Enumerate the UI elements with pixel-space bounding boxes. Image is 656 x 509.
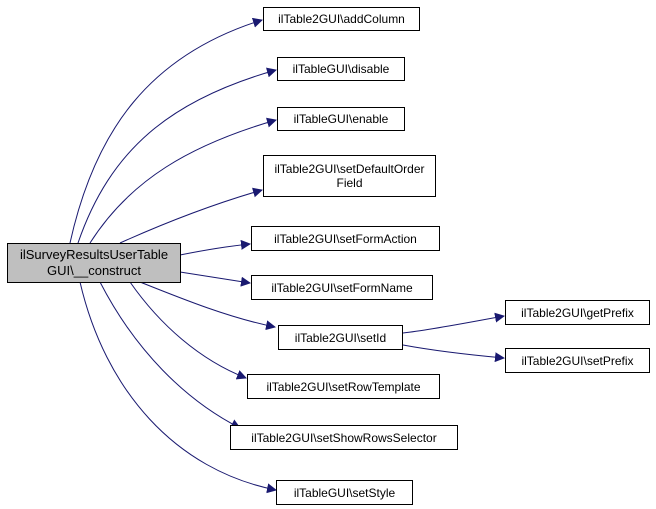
node-label: ilTable2GUI\setFormName — [271, 280, 413, 295]
node-setPrefix[interactable]: ilTable2GUI\setPrefix — [505, 348, 650, 373]
node-label-line2: Field — [336, 176, 363, 190]
node-disable[interactable]: ilTableGUI\disable — [277, 57, 405, 81]
node-label: ilTable2GUI\setShowRowsSelector — [251, 430, 437, 445]
edge-construct-setId — [139, 281, 276, 331]
node-setDefaultOrderField[interactable]: ilTable2GUI\setDefaultOrder Field — [263, 155, 436, 197]
node-addColumn[interactable]: ilTable2GUI\addColumn — [263, 7, 420, 31]
root-node-label-line2: GUI\__construct — [47, 263, 141, 278]
edge-construct-setFormAction — [179, 239, 251, 256]
node-setId[interactable]: ilTable2GUI\setId — [278, 325, 403, 350]
node-setFormAction[interactable]: ilTable2GUI\setFormAction — [251, 226, 440, 251]
node-setFormName[interactable]: ilTable2GUI\setFormName — [251, 275, 433, 300]
node-setStyle[interactable]: ilTableGUI\setStyle — [276, 480, 413, 505]
node-label-line1: ilTable2GUI\setDefaultOrder — [274, 162, 425, 176]
node-label: ilTable2GUI\setId — [294, 330, 387, 345]
node-label: ilTableGUI\enable — [293, 112, 389, 126]
edge-construct-enable — [89, 117, 277, 244]
node-label: ilTable2GUI\addColumn — [278, 12, 405, 26]
edge-construct-setDefaultOrderField — [119, 187, 263, 244]
edge-construct-addColumn — [69, 17, 263, 244]
node-label: ilTable2GUI\setPrefix — [521, 353, 634, 368]
node-label: ilTable2GUI\setFormAction — [274, 231, 417, 246]
edge-construct-setRowTemplate — [129, 281, 247, 380]
edge-construct-setStyle — [79, 281, 277, 494]
node-getPrefix[interactable]: ilTable2GUI\getPrefix — [505, 300, 650, 325]
node-setShowRowsSelector[interactable]: ilTable2GUI\setShowRowsSelector — [230, 425, 458, 450]
root-node-construct: ilSurveyResultsUserTable GUI\__construct — [7, 243, 181, 283]
node-enable[interactable]: ilTableGUI\enable — [277, 107, 405, 131]
edge-construct-disable — [77, 67, 277, 244]
node-label: ilTable2GUI\setRowTemplate — [266, 379, 421, 394]
edge-setId-setPrefix — [402, 344, 505, 363]
node-label: ilTableGUI\disable — [292, 62, 390, 76]
edge-construct-setShowRowsSelector — [99, 281, 241, 429]
node-label: ilTable2GUI\getPrefix — [521, 305, 634, 320]
node-label: ilTableGUI\setStyle — [293, 485, 396, 500]
edge-construct-setFormName — [179, 271, 251, 287]
root-node-label-line1: ilSurveyResultsUserTable — [19, 247, 169, 262]
node-setRowTemplate[interactable]: ilTable2GUI\setRowTemplate — [247, 374, 440, 399]
edge-setId-getPrefix — [402, 312, 505, 334]
